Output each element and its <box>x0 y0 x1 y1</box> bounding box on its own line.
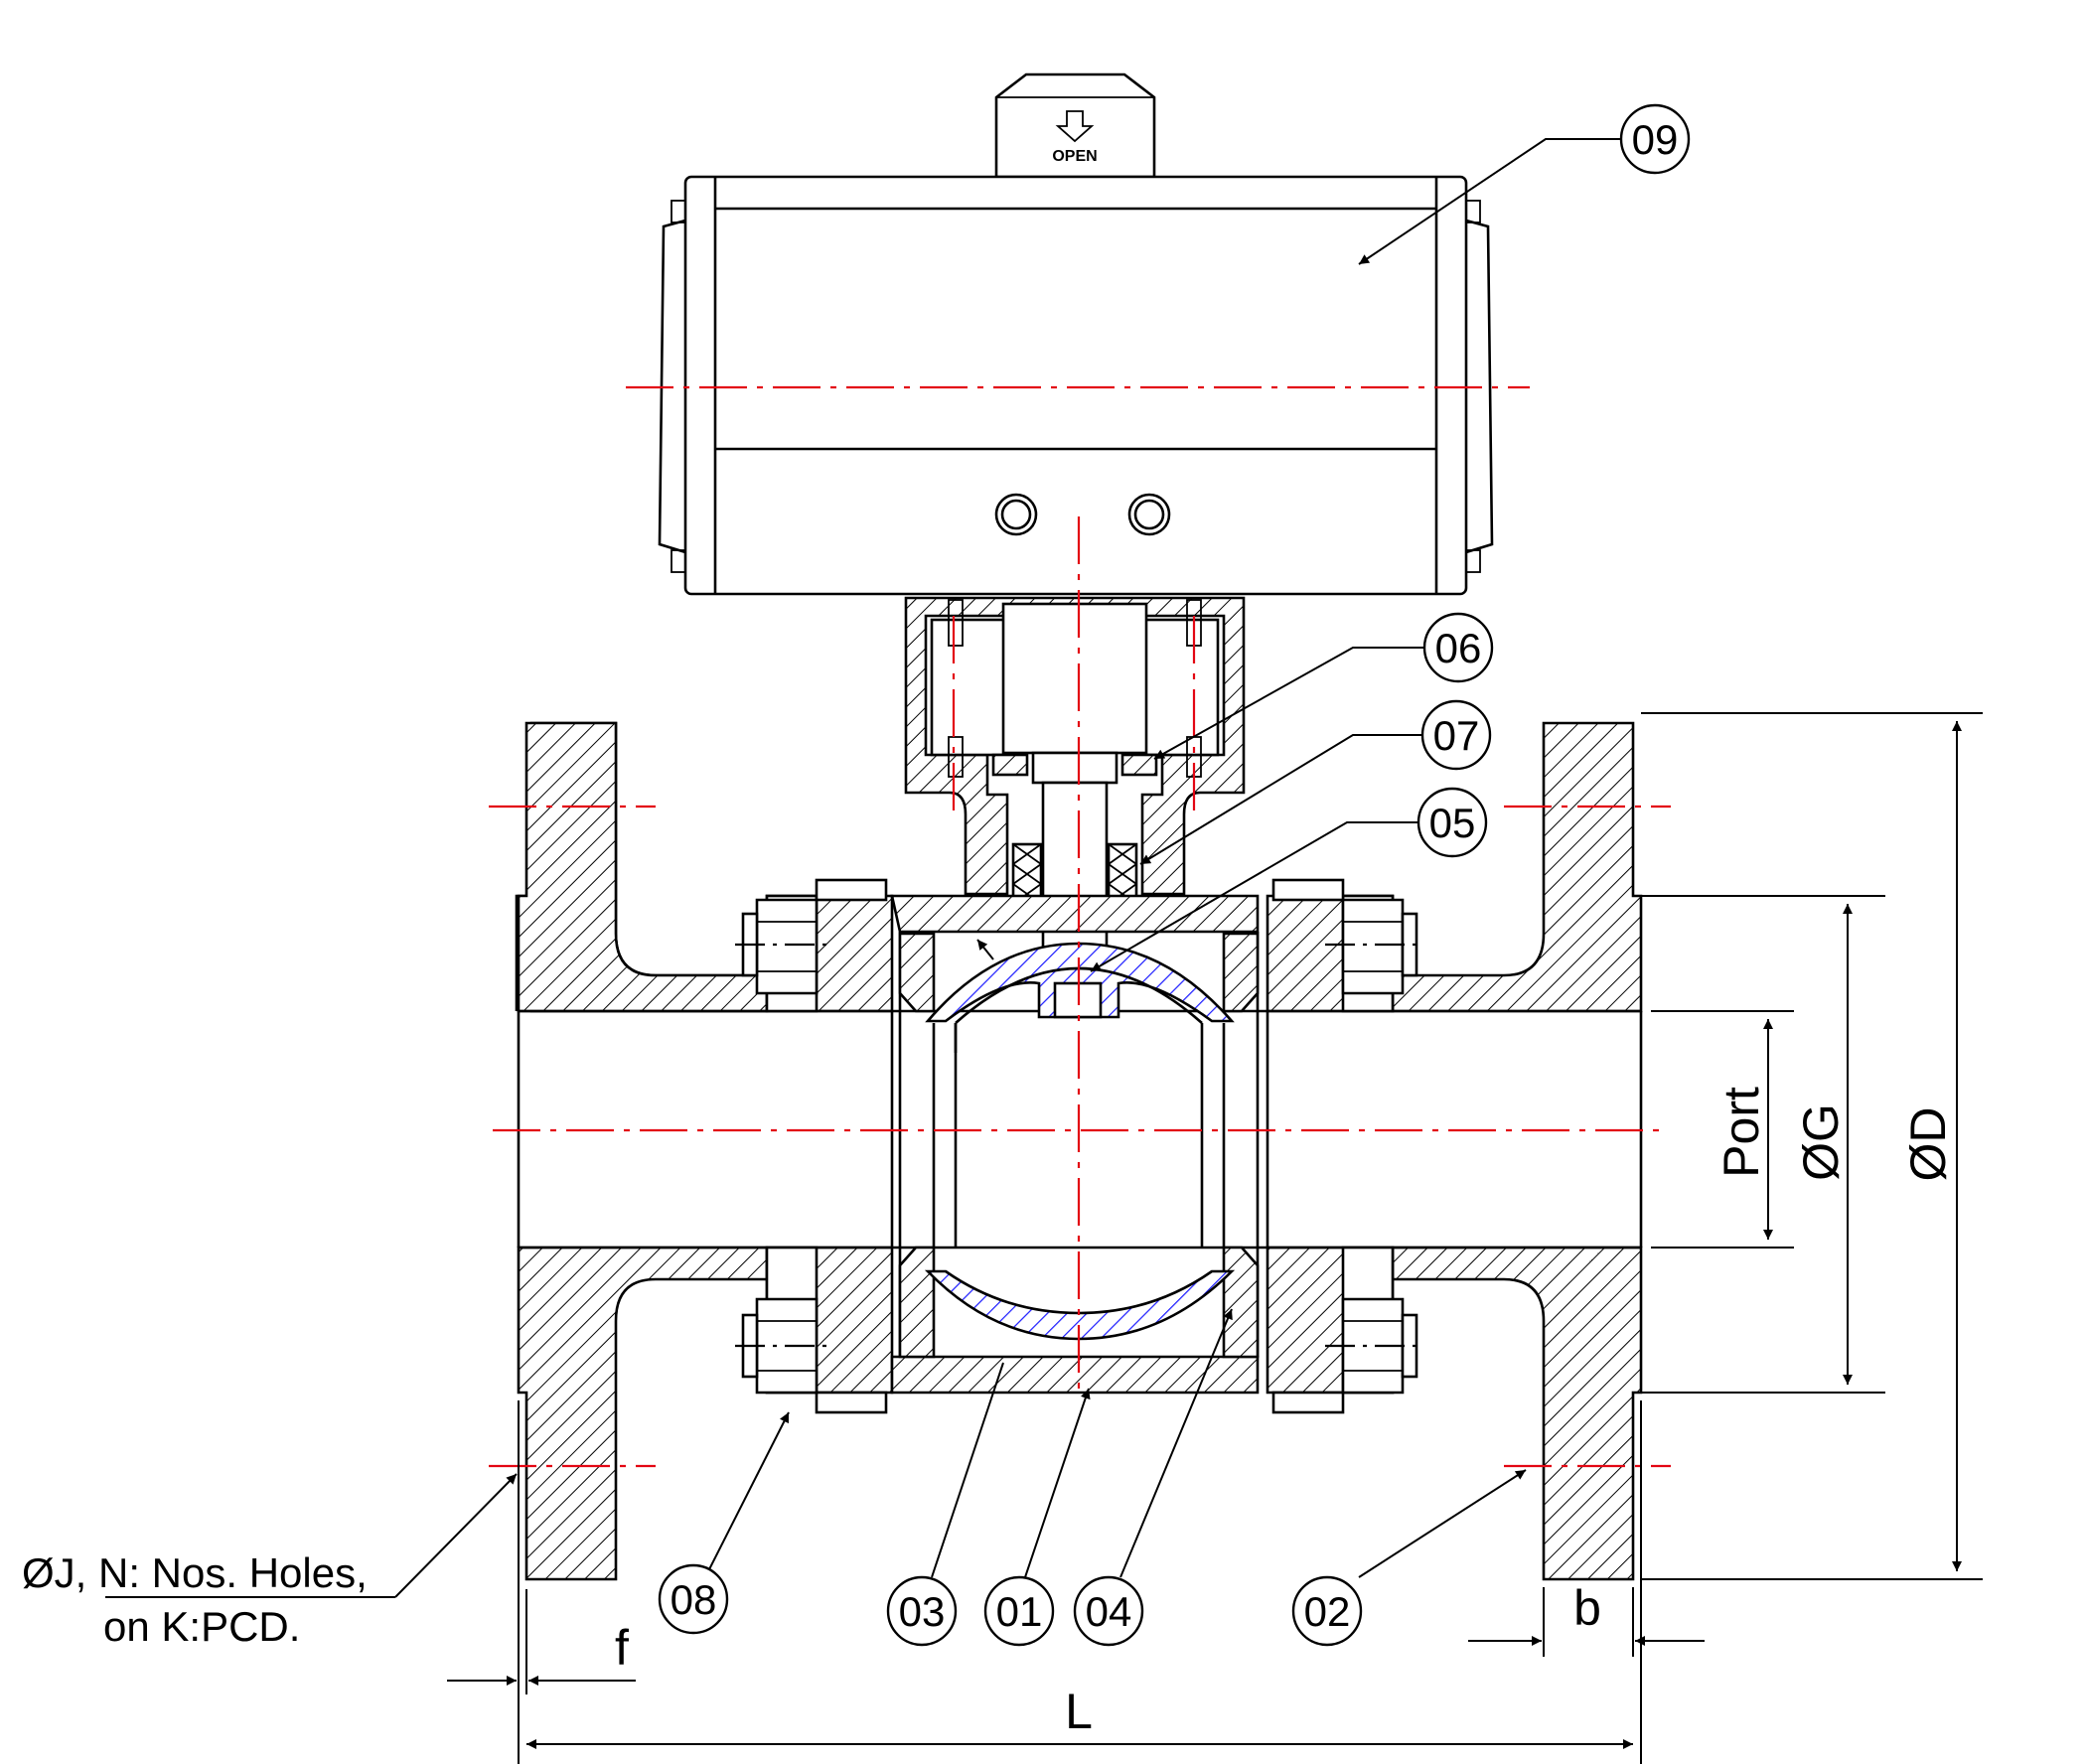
balloon-03-label: 03 <box>899 1588 946 1635</box>
seats <box>898 932 1260 1359</box>
holes-note-line2: on K:PCD. <box>103 1603 300 1650</box>
balloon-05-label: 05 <box>1429 800 1476 846</box>
body-bolts <box>735 878 1424 1414</box>
dim-b-label: b <box>1573 1580 1601 1636</box>
balloon-07-label: 07 <box>1433 712 1480 759</box>
dim-d-label: ØD <box>1900 1107 1956 1182</box>
dim-port-label: Port <box>1714 1087 1769 1178</box>
holes-note-line1: ØJ, N: Nos. Holes, <box>22 1549 368 1596</box>
balloon-04-label: 04 <box>1086 1588 1132 1635</box>
balloon-06-label: 06 <box>1435 625 1482 671</box>
balloon-04: 04 <box>1073 1575 1144 1647</box>
balloon-07: 07 <box>1420 699 1492 771</box>
balloon-08-label: 08 <box>671 1576 717 1623</box>
open-indicator-label: OPEN <box>1052 148 1097 165</box>
balloon-09: 09 <box>1619 103 1691 175</box>
balloon-01: 01 <box>983 1575 1055 1647</box>
actuator: OPEN <box>626 73 1530 596</box>
balloon-05: 05 <box>1416 787 1488 858</box>
balloon-09-label: 09 <box>1632 116 1679 163</box>
dim-f-label: f <box>615 1620 629 1676</box>
balloon-03: 03 <box>886 1575 958 1647</box>
centerlines <box>489 516 1671 1468</box>
dim-g-label: ØG <box>1793 1103 1849 1181</box>
balloon-02: 02 <box>1291 1575 1363 1647</box>
balloon-01-label: 01 <box>996 1588 1043 1635</box>
holes-note: ØJ, N: Nos. Holes, on K:PCD. <box>22 1473 518 1650</box>
dimensions: Port ØG ØD L f b <box>447 712 1983 1764</box>
dim-l-label: L <box>1065 1684 1093 1739</box>
balloon-08: 08 <box>658 1563 729 1635</box>
open-arrow-icon <box>1055 110 1095 143</box>
balloon-06: 06 <box>1422 612 1494 683</box>
balloon-02-label: 02 <box>1304 1588 1351 1635</box>
leaders <box>704 138 1621 1578</box>
mounting-bracket <box>904 596 1246 973</box>
